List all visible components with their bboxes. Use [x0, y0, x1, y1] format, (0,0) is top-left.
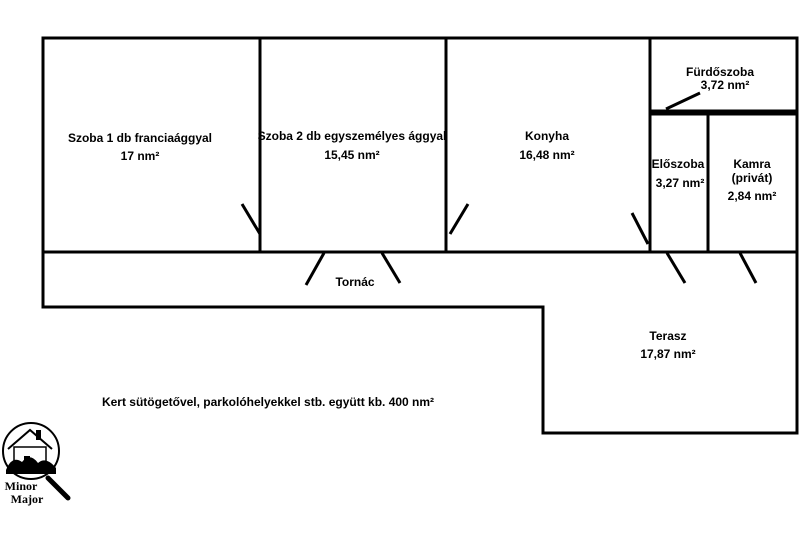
- room-szoba2-name: Szoba 2 db egyszemélyes ággyal: [258, 129, 447, 143]
- garden-caption: Kert sütögetővel, parkolóhelyekkel stb. …: [102, 395, 434, 409]
- door-eloszoba: [665, 252, 687, 284]
- room-kamra-note: (privát): [732, 171, 773, 185]
- door-tornac-right: [380, 252, 402, 284]
- room-terasz-area: 17,87 nm²: [640, 347, 695, 361]
- room-konyha-name: Konyha: [525, 129, 569, 143]
- door-szoba1: [240, 203, 262, 235]
- room-furdoszoba-area: 3,72 nm²: [701, 78, 750, 92]
- door-tornac-left: [304, 252, 326, 286]
- room-kamra-name: Kamra: [733, 157, 771, 171]
- outer-wall: [41, 36, 799, 435]
- logo-text-line1: Minor: [5, 479, 38, 493]
- doors: [240, 91, 758, 286]
- room-konyha-area: 16,48 nm²: [519, 148, 574, 162]
- room-eloszoba-area: 3,27 nm²: [656, 176, 705, 190]
- room-furdoszoba-name: Fürdőszoba: [686, 65, 754, 79]
- door-furdoszoba: [665, 91, 701, 111]
- house-magnifier-logo-icon: [2, 422, 71, 501]
- room-terasz-name: Terasz: [649, 329, 686, 343]
- room-kamra-area: 2,84 nm²: [728, 189, 777, 203]
- room-eloszoba-name: Előszoba: [652, 157, 705, 171]
- door-konyha: [630, 212, 650, 245]
- door-kamra: [738, 252, 758, 284]
- room-tornac-name: Tornác: [335, 275, 374, 289]
- logo-text-line2: Major: [11, 492, 44, 506]
- room-szoba1-area: 17 nm²: [121, 149, 160, 163]
- room-szoba2-area: 15,45 nm²: [324, 148, 379, 162]
- room-szoba1-name: Szoba 1 db franciaággyal: [68, 131, 212, 145]
- door-szoba2: [448, 203, 470, 235]
- walls: [41, 36, 799, 435]
